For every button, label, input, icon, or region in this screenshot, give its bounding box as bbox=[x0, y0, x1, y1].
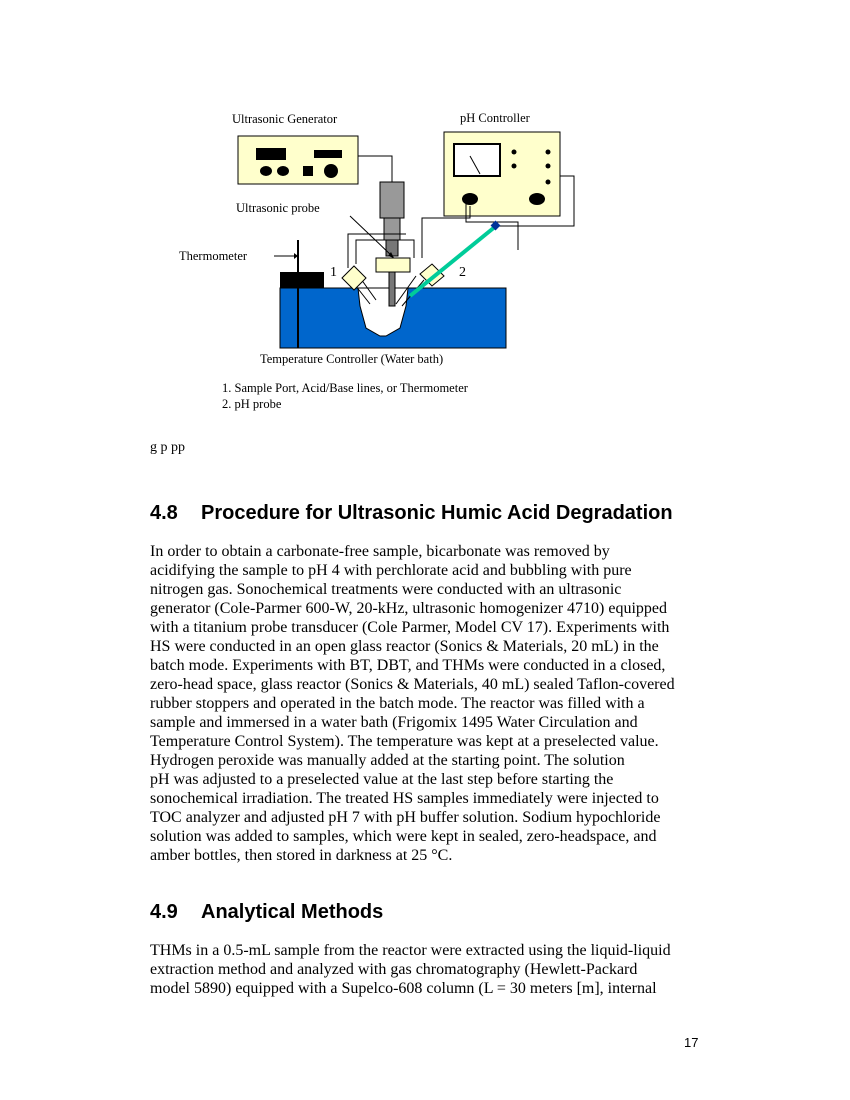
figure-legend-item: 1. Sample Port, Acid/Base lines, or Ther… bbox=[222, 381, 468, 395]
label-ultrasonic-probe: Ultrasonic probe bbox=[236, 201, 320, 215]
generator-cable bbox=[358, 155, 393, 182]
generator-display bbox=[256, 148, 286, 160]
ph-meter-needle bbox=[469, 155, 481, 175]
section-number: 4.8 bbox=[150, 502, 178, 524]
thermometer-arrowhead bbox=[294, 253, 298, 259]
section-heading-4-8: 4.8 Procedure for Ultrasonic Humic Acid D… bbox=[150, 502, 673, 525]
section-title: Procedure for Ultrasonic Humic Acid Degr… bbox=[201, 502, 673, 524]
text-line: sonochemical irradiation. The treated HS… bbox=[150, 790, 659, 807]
text-line: rubber stoppers and operated in the batc… bbox=[150, 695, 645, 712]
ph-knob-right bbox=[529, 193, 545, 205]
probe-label-arrowhead bbox=[388, 252, 394, 258]
line-to-port-1b bbox=[355, 239, 415, 264]
text-line: model 5890) equipped with a Supelco-608 … bbox=[150, 980, 657, 997]
figure-legend-item: 2. pH probe bbox=[222, 397, 282, 411]
ph-indicator-3 bbox=[545, 149, 551, 155]
figure-caption-cutoff: g p pp bbox=[150, 440, 185, 455]
text-line: with a titanium probe transducer (Cole P… bbox=[150, 619, 670, 636]
label-temperature-controller: Temperature Controller (Water bath) bbox=[260, 352, 444, 366]
base-line-outer bbox=[496, 175, 575, 227]
text-line: TOC analyzer and adjusted pH 7 with pH b… bbox=[150, 809, 661, 826]
ph-probe-connector bbox=[490, 220, 501, 231]
probe-lower bbox=[385, 239, 399, 257]
section-number: 4.9 bbox=[150, 901, 178, 923]
ph-indicator-5 bbox=[545, 179, 551, 185]
section-heading-4-9: 4.9 Analytical Methods bbox=[150, 901, 383, 924]
label-thermometer: Thermometer bbox=[179, 249, 248, 263]
generator-knob-2 bbox=[277, 166, 289, 176]
label-ph-controller: pH Controller bbox=[460, 111, 530, 125]
text-line: Hydrogen peroxide was manually added at … bbox=[150, 752, 625, 769]
label-port-1: 1 bbox=[330, 265, 337, 280]
text-line: zero-head space, glass reactor (Sonics &… bbox=[150, 676, 675, 693]
section-4-8-paragraph: In order to obtain a carbonate-free samp… bbox=[150, 542, 710, 865]
text-line: extraction method and analyzed with gas … bbox=[150, 961, 638, 978]
apparatus-diagram bbox=[237, 131, 575, 349]
text-line: Temperature Control System). The tempera… bbox=[150, 733, 659, 750]
ph-indicator-2 bbox=[511, 163, 517, 169]
section-title: Analytical Methods bbox=[201, 901, 384, 923]
text-line: batch mode. Experiments with BT, DBT, an… bbox=[150, 657, 666, 674]
text-line: generator (Cole-Parmer 600-W, 20-kHz, ul… bbox=[150, 600, 668, 617]
ph-probe bbox=[408, 224, 498, 298]
ph-meter-dial bbox=[453, 143, 501, 177]
label-ultrasonic-generator: Ultrasonic Generator bbox=[232, 112, 338, 126]
transducer-mid bbox=[383, 217, 401, 241]
text-line: solution was added to samples, which wer… bbox=[150, 828, 657, 845]
text-line: In order to obtain a carbonate-free samp… bbox=[150, 543, 610, 560]
probe-label-arrow bbox=[349, 215, 393, 257]
text-line: amber bottles, then stored in darkness a… bbox=[150, 847, 453, 864]
page-number: 17 bbox=[684, 1035, 699, 1050]
text-line: acidifying the sample to pH 4 with perch… bbox=[150, 562, 632, 579]
generator-knob-1 bbox=[260, 166, 272, 176]
thermometer-holder bbox=[280, 272, 324, 288]
text-line: THMs in a 0.5-mL sample from the reactor… bbox=[150, 942, 671, 959]
ph-knob-left bbox=[462, 193, 478, 205]
apparatus-figure: Ultrasonic Generator pH Controller Ultra… bbox=[170, 100, 710, 430]
ph-indicator-4 bbox=[545, 163, 551, 169]
line-to-port-1 bbox=[347, 233, 406, 268]
probe-tip bbox=[388, 271, 396, 307]
text-line: nitrogen gas. Sonochemical treatments we… bbox=[150, 581, 622, 598]
generator-readout bbox=[314, 150, 342, 158]
port-1-stopper bbox=[341, 265, 367, 291]
text-line: sample and immersed in a water bath (Fri… bbox=[150, 714, 638, 731]
transducer-body bbox=[379, 181, 405, 219]
text-line: HS were conducted in an open glass react… bbox=[150, 638, 659, 655]
ph-indicator-1 bbox=[511, 149, 517, 155]
generator-switch bbox=[303, 166, 313, 176]
acid-base-line-1 bbox=[465, 203, 519, 250]
generator-knob-3 bbox=[324, 164, 338, 178]
section-4-9-paragraph: THMs in a 0.5-mL sample from the reactor… bbox=[150, 941, 710, 998]
text-line: pH was adjusted to a preselected value a… bbox=[150, 771, 614, 788]
label-port-2: 2 bbox=[459, 265, 466, 280]
line-controller-to-reactor bbox=[421, 206, 471, 258]
probe-clamp bbox=[375, 257, 411, 273]
